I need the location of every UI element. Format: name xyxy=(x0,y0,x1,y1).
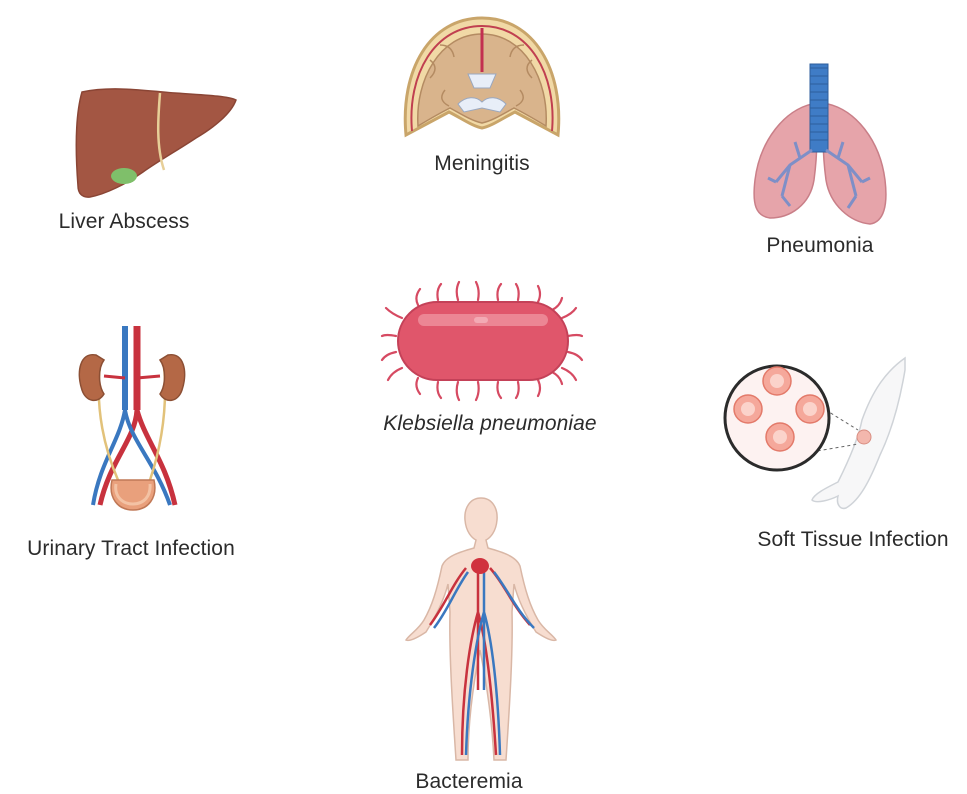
soft-tissue-label: Soft Tissue Infection xyxy=(757,529,948,550)
bacteremia-label: Bacteremia xyxy=(415,771,522,792)
meningitis-label: Meningitis xyxy=(434,153,530,174)
skin-tissue-icon xyxy=(725,358,905,508)
urinary-tract-icon xyxy=(79,326,184,510)
pathogen-label: Klebsiella pneumoniae xyxy=(383,413,596,434)
pneumonia-label: Pneumonia xyxy=(766,235,873,256)
brain-meninges-icon xyxy=(405,18,559,135)
circulatory-system-icon xyxy=(406,498,556,760)
uti-label: Urinary Tract Infection xyxy=(27,538,235,559)
liver-abscess-label: Liver Abscess xyxy=(59,211,190,232)
lungs-icon xyxy=(754,64,886,224)
liver-icon xyxy=(76,89,236,197)
bacterium-icon xyxy=(382,282,582,400)
